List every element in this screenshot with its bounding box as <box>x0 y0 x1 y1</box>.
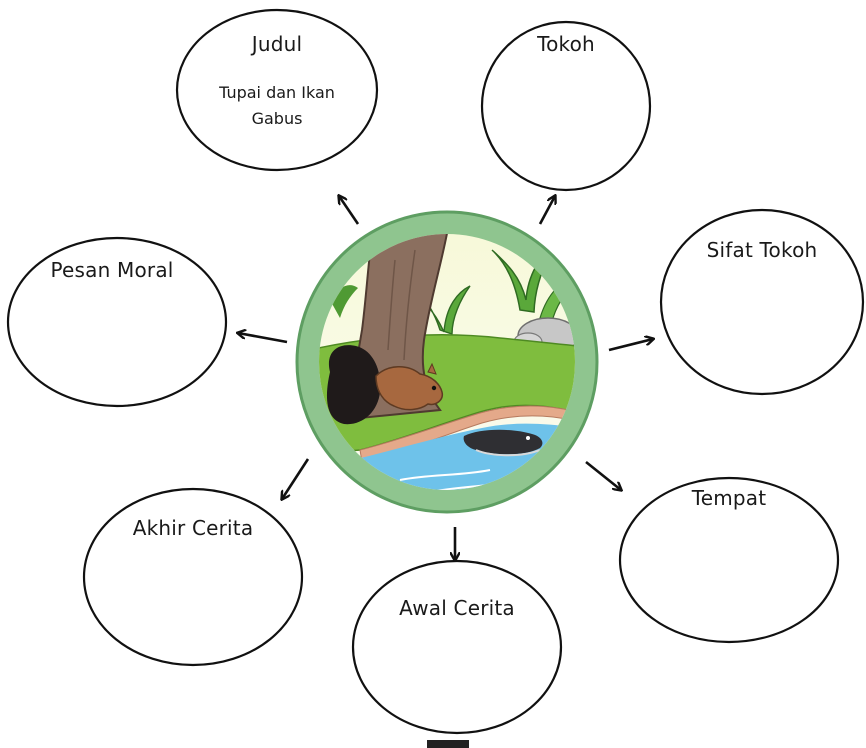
bottom-fragment <box>427 740 469 748</box>
judul-value-line-2: Gabus <box>251 109 303 128</box>
sifat-tokoh-oval <box>659 208 865 396</box>
awal-cerita-oval <box>351 559 563 735</box>
pesan-moral-oval <box>6 236 228 408</box>
arrow-to-pesan-moral <box>238 333 288 344</box>
judul-oval <box>175 8 379 172</box>
arrow-to-sifat-tokoh <box>608 339 653 352</box>
tempat-oval <box>618 476 840 644</box>
tokoh-title: Tokoh <box>537 32 595 56</box>
tempat-title: Tempat <box>691 486 767 510</box>
arrow-to-tokoh <box>538 196 555 225</box>
judul-title: Judul <box>251 32 303 56</box>
squirrel-tail <box>326 345 381 425</box>
center-illustration <box>295 210 599 514</box>
arrow-to-tempat <box>585 460 621 490</box>
pesan-moral-title: Pesan Moral <box>50 258 174 282</box>
tokoh-oval <box>480 20 652 192</box>
judul-value-line-1: Tupai dan Ikan <box>219 83 335 102</box>
sifat-tokoh-title: Sifat Tokoh <box>706 238 818 262</box>
fish <box>463 429 543 455</box>
arrow-to-akhir-cerita <box>282 458 310 499</box>
awal-cerita-title: Awal Cerita <box>399 596 515 620</box>
arrow-to-judul <box>339 196 360 225</box>
akhir-cerita-oval <box>82 487 304 667</box>
akhir-cerita-title: Akhir Cerita <box>132 516 254 540</box>
squirrel <box>375 366 444 411</box>
